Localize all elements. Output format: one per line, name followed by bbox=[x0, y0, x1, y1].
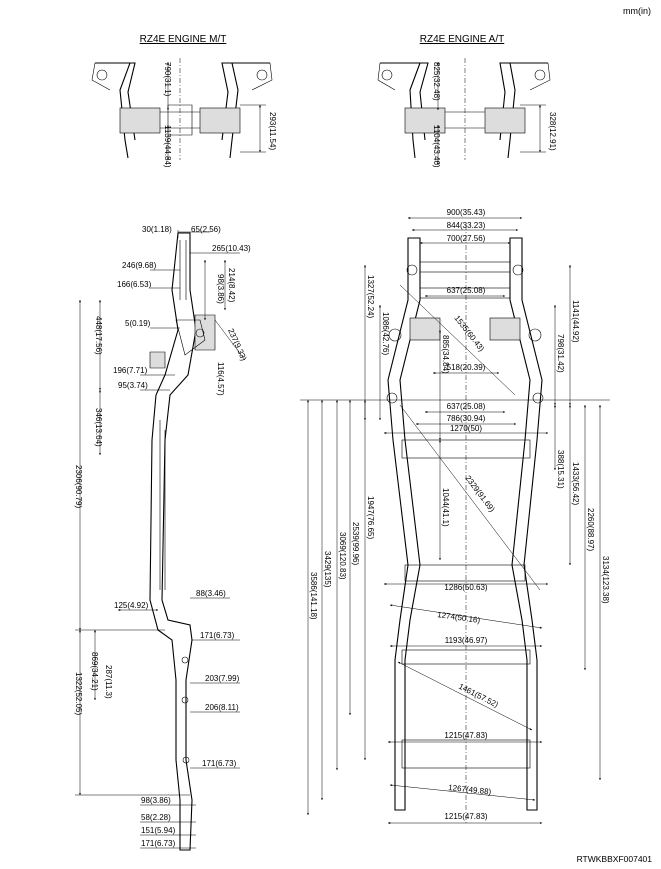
drawing-code: RTWKBBXF007401 bbox=[577, 854, 653, 864]
top-dim-1086: 1086(42.76) bbox=[381, 312, 390, 355]
side-dim-203: 203(7.99) bbox=[205, 674, 240, 683]
top-dim-1327: 1327(52.24) bbox=[366, 275, 375, 318]
side-dim-206: 206(8.11) bbox=[205, 703, 239, 712]
side-dim-5: 5(0.19) bbox=[125, 319, 151, 328]
top-dim-1286: 1286(50.63) bbox=[444, 583, 487, 592]
top-dim-3429: 3429(135) bbox=[323, 551, 332, 588]
side-dim-88: 88(3.46) bbox=[196, 589, 226, 598]
side-dim-1322: 1322(52.05) bbox=[74, 672, 83, 715]
top-dim-637a: 637(25.08) bbox=[447, 286, 486, 295]
top-dim-1267: 1267(49.88) bbox=[448, 783, 492, 796]
side-dim-2306: 2306(90.79) bbox=[74, 465, 83, 508]
side-dim-116: 116(4.57) bbox=[216, 362, 225, 396]
mt-dim-1139: 1139(44.84) bbox=[163, 125, 172, 168]
side-dim-196: 196(7.71) bbox=[113, 366, 148, 375]
side-dim-125: 125(4.92) bbox=[114, 601, 149, 610]
side-dim-171c: 171(6.73) bbox=[141, 839, 176, 848]
side-dim-171b: 171(6.73) bbox=[202, 759, 237, 768]
side-dim-58: 58(2.28) bbox=[141, 813, 171, 822]
side-dim-265: 265(10.43) bbox=[212, 244, 251, 253]
mt-dim-293: 293(11.54) bbox=[268, 112, 277, 150]
mt-title: RZ4E ENGINE M/T bbox=[140, 34, 227, 45]
top-dim-3134: 3134(123.38) bbox=[601, 556, 610, 604]
at-dim-1104: 1104(43.46) bbox=[432, 125, 441, 168]
top-dim-2260: 2260(88.97) bbox=[586, 508, 595, 551]
top-dim-388: 388(15.31) bbox=[556, 450, 565, 489]
side-dim-214: 214(8.42) bbox=[227, 268, 236, 303]
top-dim-1535: 1535(60.43) bbox=[452, 314, 486, 354]
side-dim-65: 65(2.56) bbox=[191, 225, 221, 234]
side-dim-166: 166(6.53) bbox=[117, 280, 152, 289]
at-title: RZ4E ENGINE A/T bbox=[420, 34, 504, 45]
side-dim-287: 287(11.3) bbox=[104, 665, 113, 699]
top-dim-1461: 1461(57.52) bbox=[457, 682, 500, 710]
at-engine-mount-view: RZ4E ENGINE A/T 825(32.48) 1104(43.46) 3… bbox=[377, 34, 557, 168]
top-dim-2539: 2539(99.96) bbox=[351, 522, 360, 565]
side-dim-171a: 171(6.73) bbox=[200, 631, 235, 640]
frame-top-view: 900(35.43) 844(33.23) 700(27.56) 637(25.… bbox=[300, 208, 610, 825]
top-dim-637b: 637(25.08) bbox=[447, 402, 486, 411]
top-dim-518: 518(20.39) bbox=[447, 363, 486, 372]
top-dim-1044: 1044(41.1) bbox=[441, 488, 450, 527]
top-dim-798: 798(31.42) bbox=[556, 334, 565, 373]
top-dim-700: 700(27.56) bbox=[447, 234, 486, 243]
side-dim-30: 30(1.18) bbox=[142, 225, 172, 234]
side-dim-448: 448(17.56) bbox=[94, 316, 103, 355]
top-dim-1433: 1433(56.42) bbox=[571, 462, 580, 505]
top-dim-1215a: 1215(47.83) bbox=[444, 731, 487, 740]
top-dim-2329: 2329(91.69) bbox=[463, 474, 496, 514]
top-dim-1947: 1947(76.65) bbox=[366, 496, 375, 539]
side-dim-151: 151(5.94) bbox=[141, 826, 176, 835]
top-dim-3069: 3069(120.83) bbox=[338, 532, 347, 580]
top-dim-900: 900(35.43) bbox=[447, 208, 486, 217]
frame-side-view: 30(1.18) 65(2.56) 265(10.43) 246(9.68) 2… bbox=[74, 225, 251, 851]
side-dim-246: 246(9.68) bbox=[122, 261, 157, 270]
units-label: mm(in) bbox=[623, 6, 651, 16]
top-dim-3586: 3586(141.18) bbox=[309, 572, 318, 620]
top-dim-1141: 1141(44.92) bbox=[571, 300, 580, 343]
at-dim-328: 328(12.91) bbox=[548, 112, 557, 151]
top-dim-1193: 1193(46.97) bbox=[445, 636, 488, 645]
mt-dim-790: 790(31.1) bbox=[163, 62, 172, 97]
side-dim-98a: 98(3.86) bbox=[216, 274, 225, 304]
at-dim-825: 825(32.48) bbox=[432, 62, 441, 101]
side-dim-98b: 98(3.86) bbox=[141, 796, 171, 805]
mt-engine-mount-view: RZ4E ENGINE M/T 790(31.1) 1139(44.84) 29… bbox=[91, 34, 277, 168]
top-dim-1270: 1270(50) bbox=[450, 424, 482, 433]
top-dim-786: 786(30.94) bbox=[447, 414, 486, 423]
side-dim-869: 869(34.21) bbox=[90, 652, 99, 691]
side-dim-237: 237(9.33) bbox=[226, 327, 248, 362]
side-dim-346: 346(13.64) bbox=[94, 408, 103, 447]
side-dim-95: 95(3.74) bbox=[118, 381, 148, 390]
top-dim-1215b: 1215(47.83) bbox=[444, 812, 487, 821]
top-dim-885: 885(34.84) bbox=[441, 335, 450, 374]
top-dim-1274: 1274(50.16) bbox=[437, 610, 481, 625]
top-dim-844: 844(33.23) bbox=[447, 221, 486, 230]
